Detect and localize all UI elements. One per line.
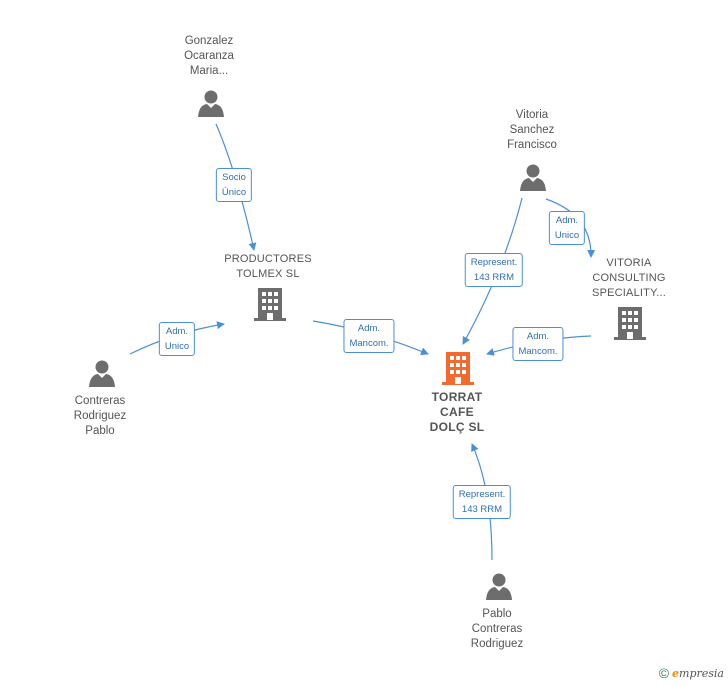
edge-label-adm-mancom-consulting[interactable]: Adm. Mancom. [512, 327, 564, 361]
edge-label-adm-unico-vitoria[interactable]: Adm. Unico [548, 211, 586, 245]
edge-label-socio-unico[interactable]: Socio Único [215, 168, 253, 202]
person-icon[interactable] [484, 571, 514, 601]
person-icon[interactable] [518, 162, 548, 192]
node-label-vitoria-person[interactable]: Vitoria Sanchez Francisco [507, 109, 557, 151]
node-label-pablo[interactable]: Pablo Contreras Rodriguez [470, 608, 524, 650]
copyright-symbol: © [658, 665, 670, 681]
edge-label-adm-unico-contreras[interactable]: Adm. Unico [158, 322, 196, 356]
person-icon[interactable] [196, 88, 226, 118]
edge-label-represent-vitoria[interactable]: Represent. 143 RRM [464, 253, 524, 287]
main-company-building-icon[interactable] [442, 350, 474, 386]
node-label-productores[interactable]: PRODUCTORES TOLMEX SL [224, 253, 312, 280]
person-icon[interactable] [87, 358, 117, 388]
building-icon[interactable] [614, 305, 646, 341]
node-label-contreras[interactable]: Contreras Rodriguez Pablo [73, 395, 127, 437]
edge-label-adm-mancom-productores[interactable]: Adm. Mancom. [343, 319, 395, 353]
brand-logo: empresia [672, 666, 724, 680]
node-label-torrat[interactable]: TORRAT CAFE DOLÇ SL [429, 390, 485, 434]
edge-label-represent-pablo[interactable]: Represent. 143 RRM [452, 485, 512, 519]
building-icon[interactable] [254, 286, 286, 322]
node-label-vitoria-consulting[interactable]: VITORIA CONSULTING SPECIALITY... [592, 257, 666, 299]
footer-brand: © empresia [659, 665, 724, 681]
node-label-gonzalez[interactable]: Gonzalez Ocaranza Maria... [184, 35, 234, 77]
